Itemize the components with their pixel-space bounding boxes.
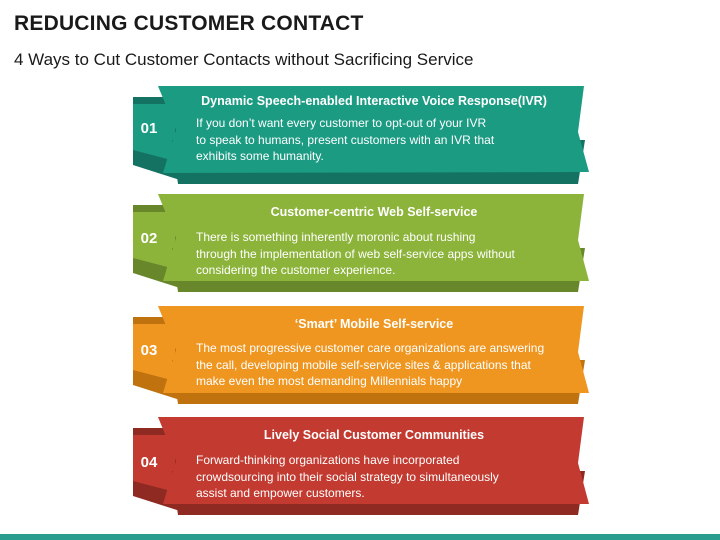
page-title: REDUCING CUSTOMER CONTACT (14, 12, 364, 35)
banner-2-number-tab (133, 212, 175, 269)
banner-4-main (158, 417, 589, 504)
item-description-1-line: to speak to humans, present customers wi… (196, 132, 495, 147)
item-description-1: If you don’t want every customer to opt-… (196, 115, 566, 165)
banner-4 (133, 417, 589, 515)
item-number-1: 01 (140, 120, 158, 137)
banner-2 (133, 194, 589, 292)
banner-4-number-tab (133, 435, 175, 492)
item-description-3-line: The most progressive customer care organ… (196, 341, 545, 355)
item-description-1-line: If you don’t want every customer to opt-… (196, 116, 487, 130)
item-description-4-line: Forward-thinking organizations have inco… (196, 453, 460, 467)
item-heading-3: ‘Smart’ Mobile Self-service (294, 317, 454, 331)
item-description-2-line: through the implementation of web self-s… (196, 246, 515, 261)
banner-1 (133, 86, 589, 184)
item-description-2-line: There is something inherently moronic ab… (196, 230, 476, 244)
banner-1-main (158, 86, 589, 173)
item-number-2: 02 (140, 230, 158, 247)
banner-1-number-tab (133, 104, 175, 161)
item-description-2: There is something inherently moronic ab… (196, 229, 576, 279)
item-description-4-line: crowdsourcing into their social strategy… (196, 469, 499, 484)
bottom-accent-bar (0, 534, 720, 540)
item-description-1-line: exhibits some humanity. (196, 149, 324, 163)
item-description-3-line: the call, developing mobile self-service… (196, 357, 531, 372)
item-description-3: The most progressive customer care organ… (196, 340, 578, 390)
item-description-4-line: assist and empower customers. (196, 486, 365, 500)
item-heading-2: Customer-centric Web Self-service (270, 205, 478, 219)
item-number-3: 03 (140, 342, 158, 359)
banner-3-number-tab (133, 324, 175, 381)
item-number-4: 04 (140, 454, 158, 471)
banner-2-main (158, 194, 589, 281)
banner-3-main (158, 306, 589, 393)
item-heading-4: Lively Social Customer Communities (263, 428, 485, 442)
item-heading-1: Dynamic Speech-enabled Interactive Voice… (201, 94, 547, 108)
item-description-4: Forward-thinking organizations have inco… (196, 452, 566, 502)
item-description-3-line: make even the most demanding Millennials… (196, 374, 463, 388)
page-subtitle: 4 Ways to Cut Customer Contacts without … (14, 50, 474, 69)
item-description-2-line: considering the customer experience. (196, 263, 396, 277)
banner-3 (133, 306, 589, 404)
